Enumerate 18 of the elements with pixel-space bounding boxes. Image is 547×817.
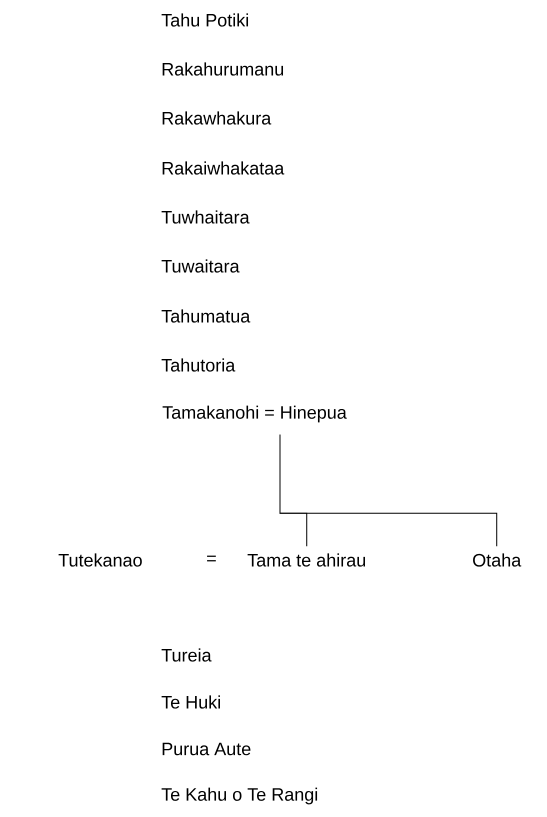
name-label: Tutekanao: [58, 553, 142, 567]
name-label: Otaha: [473, 553, 522, 567]
name-label: Tuwhaitara: [162, 210, 250, 224]
name-label: Rakawhakura: [162, 111, 272, 125]
name-label: Tahutoria: [162, 358, 236, 372]
name-label: Rakahurumanu: [162, 62, 284, 76]
name-label: Tamakanohi = Hinepua: [162, 406, 347, 422]
name-label: Te Kahu o Te Rangi: [162, 788, 318, 804]
name-label: Tureia: [162, 648, 212, 662]
name-label: Purua Aute: [162, 742, 250, 756]
name-label: Te Huki: [162, 695, 220, 709]
name-label: Rakaiwhakataa: [162, 161, 284, 175]
name-label: Tahu Potiki: [162, 13, 248, 27]
name-label: =: [207, 556, 216, 562]
name-label: Tahumatua: [162, 309, 250, 323]
name-label: Tama te ahirau: [248, 553, 366, 567]
name-label: Tuwaitara: [162, 259, 240, 273]
descent-line: [280, 434, 498, 547]
